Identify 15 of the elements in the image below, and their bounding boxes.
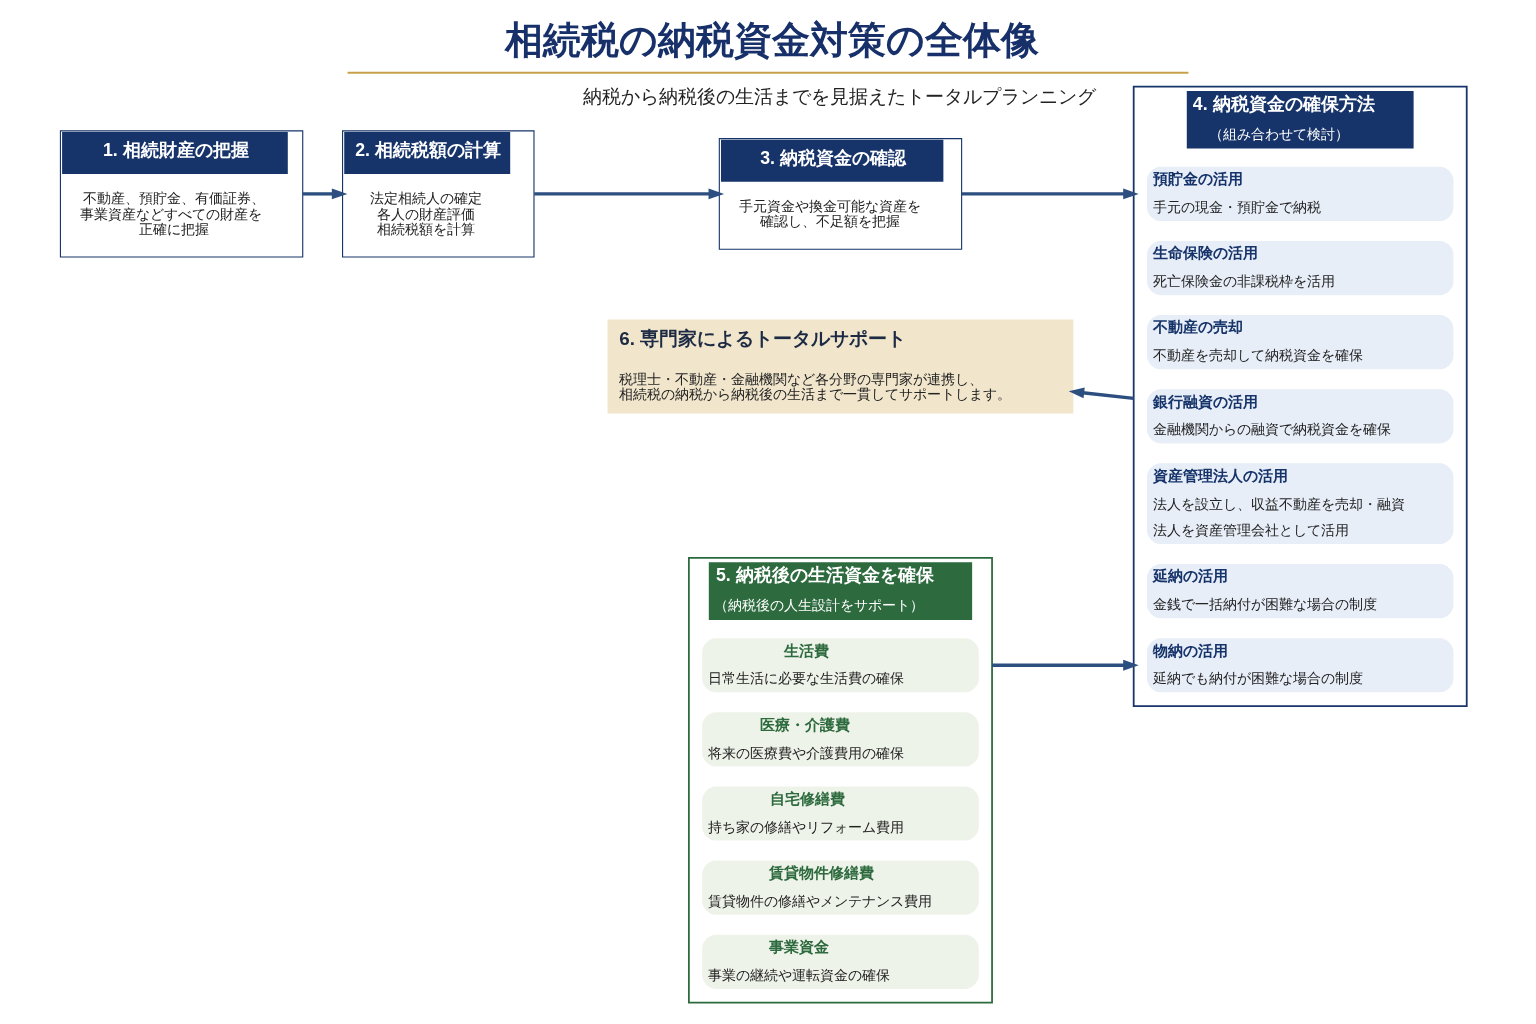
node-box: 延納の活用 金銭で一括納付が困難な場合の制度 (1146, 564, 1454, 619)
node-box: 資産管理法人の活用 法人を設立し、収益不動産を売却・融資 法人を資産管理会社として活用 (1146, 463, 1454, 545)
label: 納税から納税後の生活までを見据えたトータルプランニング (582, 86, 1096, 108)
node-box: 預貯金の活用 手元の現金・預貯金で納税 (1146, 166, 1454, 221)
arrow (534, 188, 725, 200)
arrow (302, 188, 348, 200)
node-box: 生命保険の活用 死亡保険金の非課税枠を活用 (1146, 240, 1454, 296)
arrow (992, 659, 1139, 671)
arrow (1068, 387, 1134, 400)
arrow (961, 188, 1139, 200)
diagram-title: 相続税の納税資金対策の全体像 (505, 19, 1040, 62)
node-box: 銀行融資の活用 金融機関からの融資で納税資金を確保 (1146, 389, 1454, 444)
node-box: 物納の活用 延納でも納付が困難な場合の制度 (1146, 638, 1454, 693)
node-box: 6. 専門家によるトータルサポート 税理士・不動産・金融機関など各分野の専門家が連携し、相続税の納税から納税後の生活まで一貫してサポートします。 (607, 319, 1074, 414)
node-box: 不動産の売却 不動産を売却して納税資金を確保 (1146, 315, 1454, 370)
